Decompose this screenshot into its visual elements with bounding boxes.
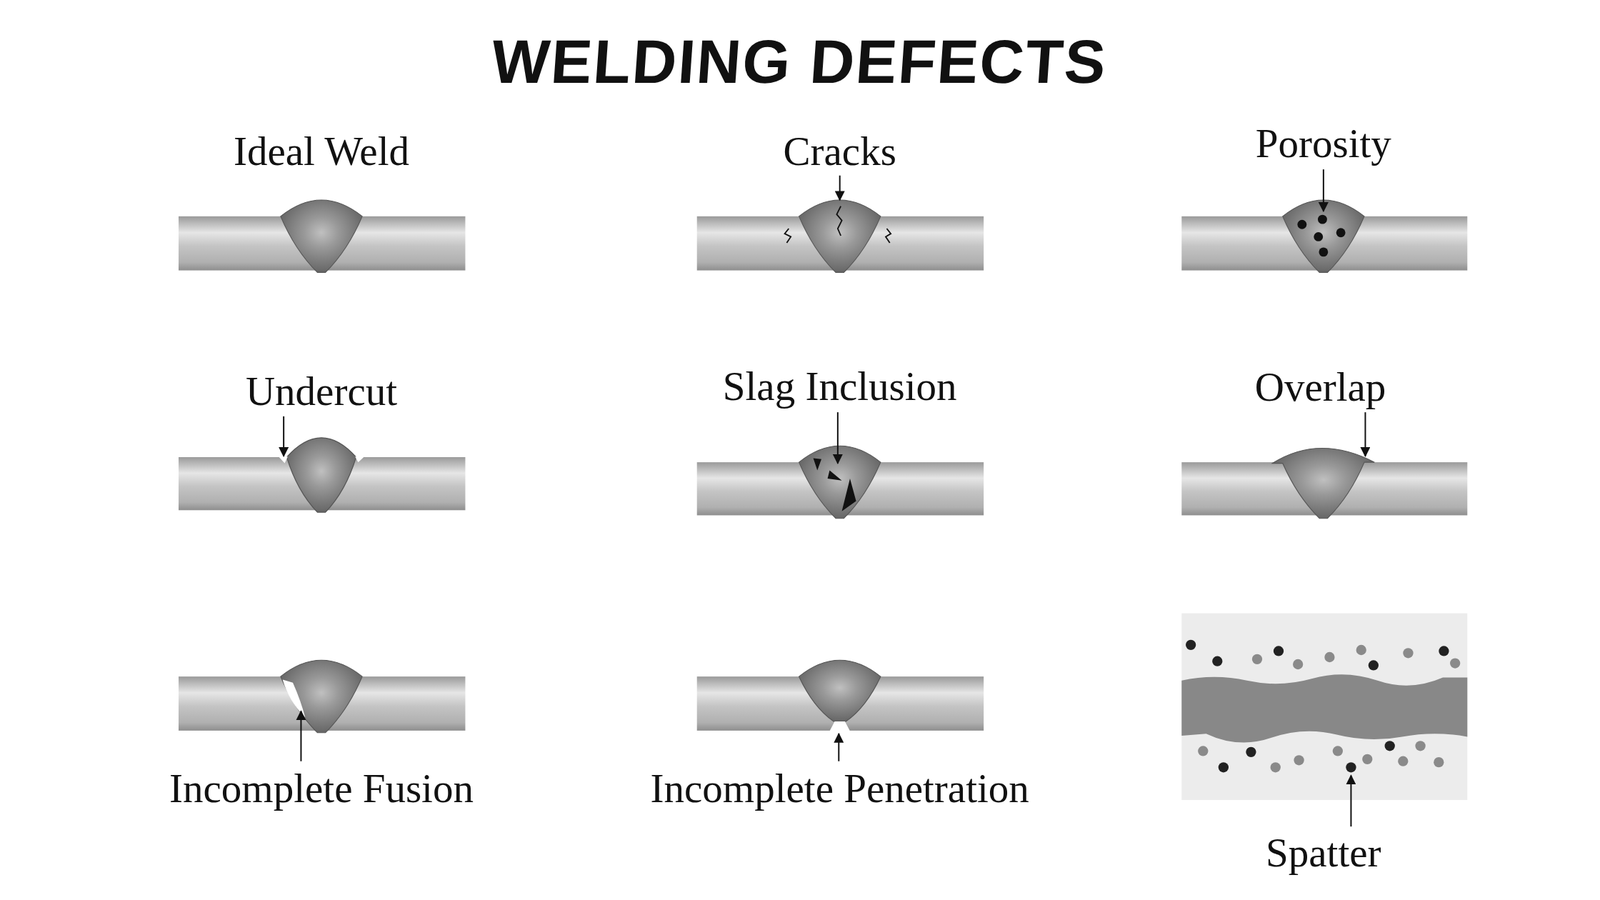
slag-inclusion-figure — [697, 445, 984, 518]
defect-label: Incomplete Fusion — [169, 767, 474, 808]
diagram-title: WELDING DEFECTS — [489, 30, 1109, 93]
defect-label: Undercut — [245, 370, 398, 412]
defect-label: Incomplete Penetration — [650, 767, 1030, 808]
cracks-figure — [697, 200, 984, 273]
defect-label: Slag Inclusion — [722, 365, 958, 407]
defect-label: Overlap — [1255, 366, 1387, 408]
defect-label: Porosity — [1255, 122, 1392, 164]
porosity-figure — [1181, 200, 1468, 273]
overlap-figure — [1181, 447, 1468, 518]
defect-label: Cracks — [783, 130, 897, 172]
defect-label: Ideal Weld — [233, 130, 410, 172]
incomplete-penetration-figure — [697, 660, 984, 731]
incomplete-fusion-figure — [178, 660, 465, 733]
ideal-weld-figure — [178, 200, 465, 273]
spatter-figure — [1181, 613, 1468, 800]
undercut-figure — [178, 437, 465, 513]
defect-label: Spatter — [1265, 831, 1381, 873]
leader-arrows — [283, 169, 1365, 827]
